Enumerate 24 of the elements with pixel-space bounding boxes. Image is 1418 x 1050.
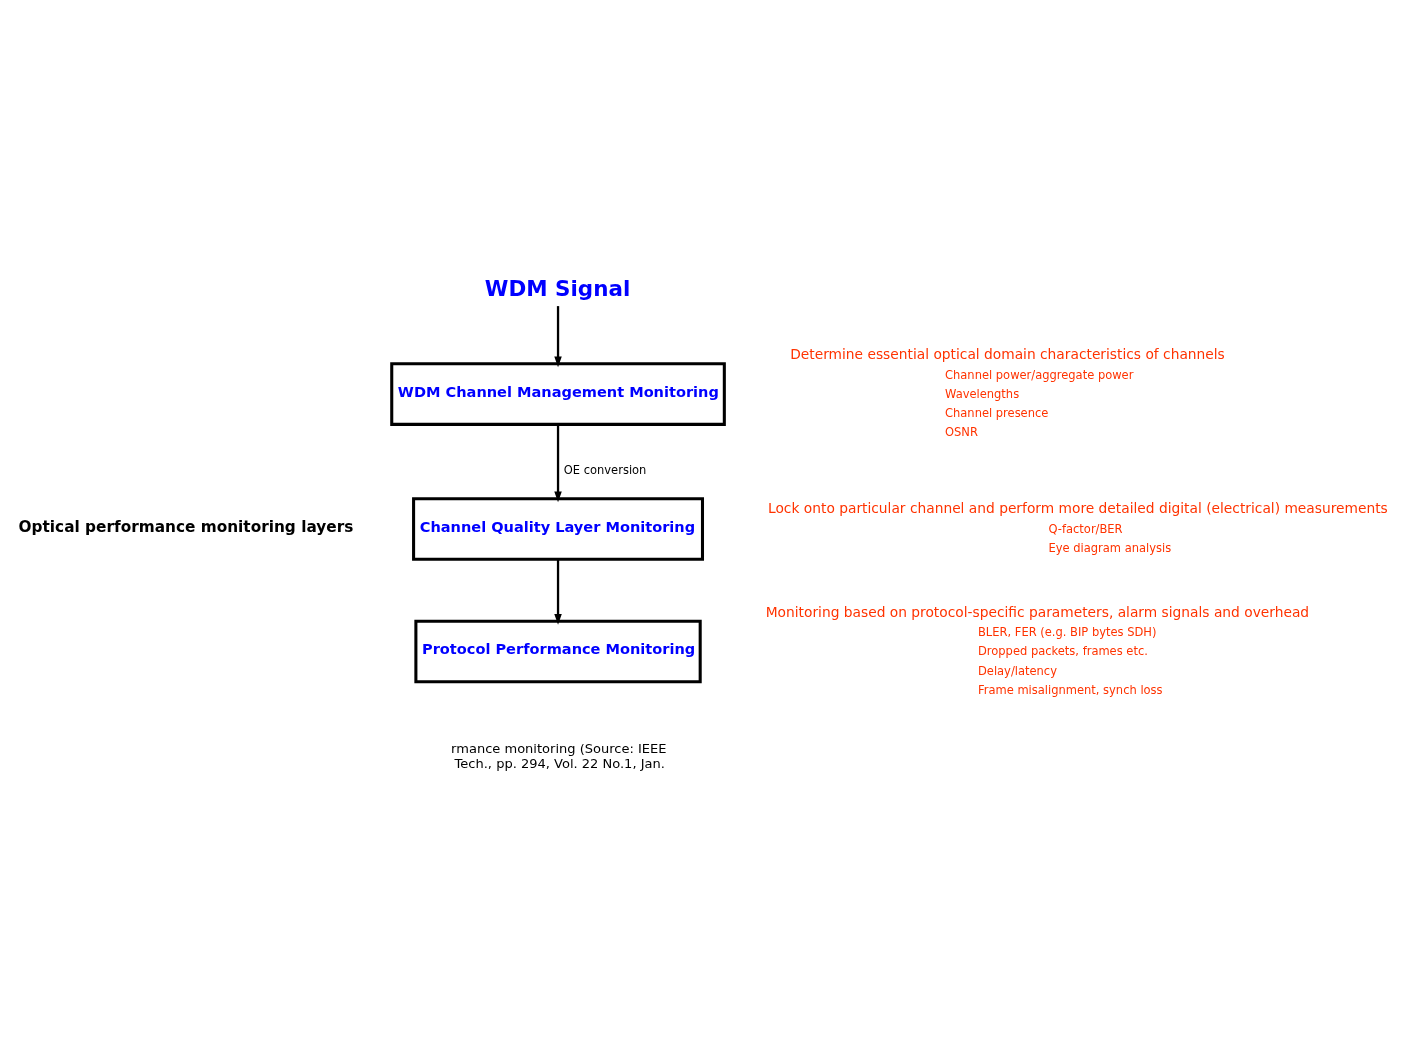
label: BLER, FER (e.g. BIP bytes SDH) (977, 624, 1157, 639)
label: Q-factor/BER (1048, 521, 1123, 536)
label: Tech., pp. 294, Vol. 22 No.1, Jan. (454, 755, 665, 771)
label: Dropped packets, frames etc. (977, 643, 1148, 658)
label: Frame misalignment, synch loss (977, 682, 1163, 697)
arrow (554, 423, 562, 502)
label: rmance monitoring (Source: IEEE (451, 740, 667, 756)
label: Lock onto particular channel and perform more detailed digital (electrical) measurements (768, 499, 1388, 516)
label: Channel presence (945, 405, 1049, 420)
node-box: Channel Quality Layer Monitoring (412, 496, 705, 561)
node-box: WDM Channel Management Monitoring (390, 361, 726, 426)
label: OSNR (945, 424, 978, 439)
node-text: WDM Signal (484, 275, 631, 301)
label: Eye diagram analysis (1048, 540, 1172, 555)
label: Determine essential optical domain characteristics of channels (790, 345, 1225, 362)
label: Channel power/aggregate power (945, 367, 1134, 382)
label: Monitoring based on protocol-specific parameters, alarm signals and overhead (765, 603, 1310, 620)
node-box: Protocol Performance Monitoring (414, 619, 702, 683)
arrow (554, 558, 562, 625)
label: Wavelengths (945, 386, 1020, 401)
arrow (554, 305, 562, 367)
label: Optical performance monitoring layers (18, 517, 354, 536)
edge-label: OE conversion (563, 462, 647, 477)
label: Delay/latency (977, 663, 1057, 678)
